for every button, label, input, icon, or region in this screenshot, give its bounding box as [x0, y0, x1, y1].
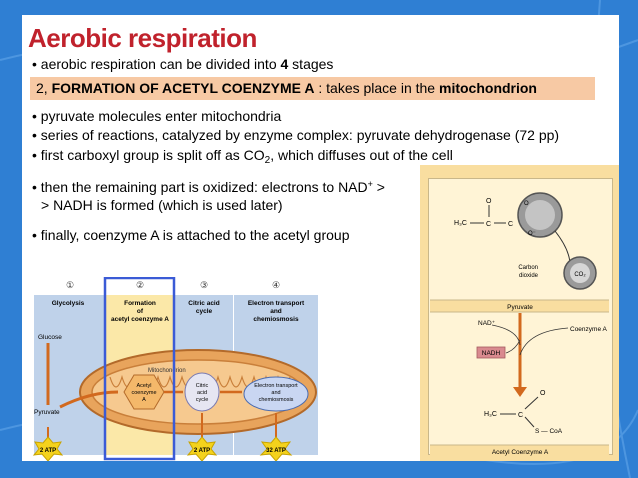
stages-line: • aerobic respiration can be divided int… [32, 56, 333, 72]
etc-in-2: and [271, 390, 280, 396]
nad-label: NAD⁺ [478, 320, 496, 327]
mitochondrion-label: Mitochondrion [148, 368, 186, 374]
h3c-bottom: H₃C [484, 411, 497, 418]
acetyl-label-3: A [142, 397, 146, 403]
etc-in-1: Electron transport [254, 383, 298, 389]
carbon-dioxide-2: dioxide [519, 273, 539, 279]
co2-subscript: 2 [264, 155, 271, 166]
stages-line-suffix: stages [288, 56, 334, 72]
o-minus-label: O⁻ [528, 231, 536, 237]
nadh-box [476, 346, 506, 359]
c2-label: C [508, 221, 513, 228]
atp-label-1: 2 ATP [40, 448, 56, 454]
band-stage-name: FORMATION OF ACETYL COENZYME A [51, 80, 315, 96]
pyruvate-arrow [59, 390, 119, 409]
band-location: mitochondrion [439, 80, 537, 96]
co2-label: CO₂ [574, 272, 586, 278]
atp-burst-1 [32, 436, 64, 461]
stage-number-4: ④ [272, 280, 280, 290]
etc-shape [243, 376, 309, 412]
pyruvate-band [430, 300, 609, 312]
stages-count: 4 [280, 56, 289, 72]
co2-inner [570, 263, 590, 283]
pyruvate-label: Pyruvate [34, 409, 60, 416]
coa-arrow [519, 327, 569, 356]
stage-number-2: ② [136, 280, 144, 290]
carbon-dioxide-1: Carbon [518, 265, 538, 271]
header-formation-2: of [137, 308, 144, 315]
reaction-diagram: H₃C C O C O O⁻ CO₂ Carbon dioxide Pyruva… [430, 192, 609, 457]
stage-number-3: ③ [200, 280, 208, 290]
nad-superscript: + [367, 179, 373, 189]
bullet-oxidized: • then the remaining part is oxidized: e… [32, 179, 385, 195]
glucose-label: Glucose [38, 334, 62, 341]
acetyl-label-2: coenzyme [131, 390, 156, 396]
pyruvate-band-label: Pyruvate [507, 304, 533, 311]
slide-title: Aerobic respiration [28, 23, 257, 53]
bullet-enzyme: • series of reactions, catalyzed by enzy… [32, 127, 560, 143]
stage-2-highlight-box [103, 277, 176, 461]
header-etc-1: Electron transport [248, 300, 305, 307]
header-etc-2: and [270, 308, 282, 315]
o3-label: O [540, 390, 546, 397]
stage-number-1: ① [66, 280, 74, 290]
bullet-oxidized-suffix: > [372, 179, 385, 195]
acetyl-coa-shape [123, 374, 165, 410]
h3c-top: H₃C [454, 220, 467, 227]
stage-highlight-band: 2, FORMATION OF ACETYL COENZYME A : take… [30, 77, 595, 100]
header-etc-3: chemiosmosis [253, 316, 299, 323]
band-middle: : takes place in the [314, 80, 439, 96]
header-glycolysis: Glycolysis [52, 300, 85, 307]
co2-arrow [554, 230, 571, 266]
reaction-panel: H₃C C O C O O⁻ CO₂ Carbon dioxide Pyruva… [420, 165, 619, 461]
bullet-oxidized-line2: > NADH is formed (which is used later) [41, 197, 283, 213]
citric-in-3: cycle [196, 397, 209, 403]
coenzyme-a-label: Coenzyme A [570, 326, 608, 333]
atp-burst-3 [259, 436, 293, 461]
atp-label-2: 2 ATP [194, 448, 210, 454]
header-citric-1: Citric acid [188, 300, 219, 307]
carboxyl-inner [525, 200, 555, 230]
citric-cycle-shape [184, 372, 220, 412]
acetyl-coa-label: Acetyl Coenzyme A [492, 449, 549, 456]
nadh-arrow [505, 339, 521, 354]
header-citric-2: cycle [196, 308, 213, 315]
nadh-label: NADH [482, 350, 501, 357]
citric-in-2: acid [197, 390, 207, 396]
stages-line-text: • aerobic respiration can be divided int… [32, 56, 281, 72]
o2-label: O [524, 201, 529, 207]
header-formation-1: Formation [124, 300, 156, 307]
nad-arrow [491, 324, 521, 346]
bullet-oxidized-text: • then the remaining part is oxidized: e… [32, 179, 368, 195]
c3-label: C [518, 412, 523, 419]
bullet-carboxyl-text: • first carboxyl group is split off as C… [32, 147, 265, 163]
acetyl-coa-band [430, 445, 609, 457]
slide: Aerobic respiration • aerobic respiratio… [22, 15, 619, 461]
o1-label: O [486, 198, 492, 205]
bullet-carboxyl-suffix: , which diffuses out of the cell [270, 147, 453, 163]
stages-figure: ① ② ③ ④ Glycolysis Formation of acetyl c… [32, 277, 318, 461]
acetyl-label-1: Acetyl [137, 383, 152, 389]
citric-in-1: Citric [196, 383, 209, 389]
bond-4 [524, 416, 535, 428]
etc-in-3: chemiosmosis [259, 397, 294, 403]
bullet-coenzyme: • finally, coenzyme A is attached to the… [32, 227, 350, 243]
bullet-carboxyl: • first carboxyl group is split off as C… [32, 147, 453, 166]
header-formation-3: acetyl coenzyme A [111, 316, 169, 323]
atp-burst-2 [186, 436, 218, 461]
s-coa-label: S — CoA [535, 428, 563, 435]
atp-label-3: 32 ATP [266, 448, 286, 454]
double-bond-2 [524, 396, 539, 410]
main-arrow-head [513, 387, 527, 397]
bullet-pyruvate: • pyruvate molecules enter mitochondria [32, 108, 282, 124]
band-prefix: 2, [36, 80, 52, 96]
c1-label: C [486, 221, 491, 228]
